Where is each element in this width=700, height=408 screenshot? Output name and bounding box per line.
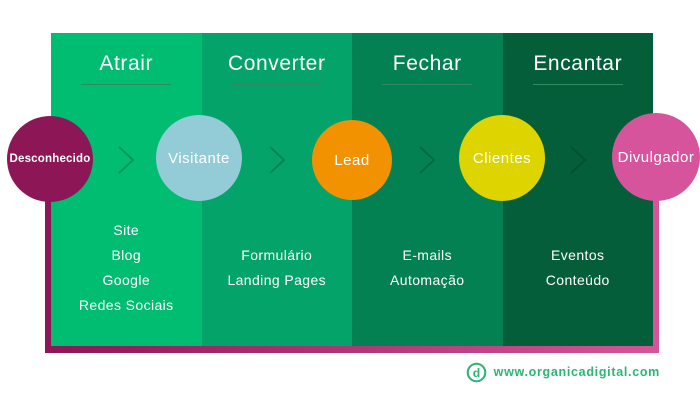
persona-label: Lead	[334, 151, 370, 169]
svg-text:d: d	[472, 365, 479, 379]
chevron-right-icon	[570, 146, 587, 174]
title-underline	[81, 84, 172, 85]
stage-header: Fechar	[352, 33, 503, 85]
channel-item: Landing Pages	[227, 272, 327, 288]
channel-item: Automação	[390, 272, 465, 288]
channel-item: Redes Sociais	[78, 297, 174, 313]
channel-item: Formulário	[241, 247, 313, 263]
channel-item: E-mails	[402, 247, 452, 263]
stage-title: Atrair	[99, 52, 154, 75]
organica-digital-logo-icon: d	[466, 362, 486, 382]
persona-label: Visitante	[168, 149, 230, 167]
stage-channel-list: Eventos Conteúdo	[503, 243, 654, 293]
footer-branding: d www.organicadigital.com	[466, 361, 660, 383]
stage-header: Converter	[202, 33, 353, 85]
persona-circle-visitante: Visitante	[156, 115, 242, 201]
stage-channel-list: E-mails Automação	[352, 243, 503, 293]
frame-border-bottom	[45, 346, 659, 353]
persona-circle-lead: Lead	[312, 120, 392, 200]
stage-title: Converter	[227, 52, 326, 75]
frame-border-left	[45, 130, 51, 353]
stage-title: Encantar	[533, 52, 623, 75]
frame-border-right	[653, 130, 659, 353]
chevron-right-icon	[269, 146, 286, 174]
title-underline	[382, 84, 473, 85]
stage-header: Encantar	[503, 33, 654, 85]
persona-label: Desconhecido	[9, 153, 91, 165]
persona-circle-clientes: Clientes	[459, 115, 545, 201]
stage-header: Atrair	[51, 33, 202, 85]
channel-item: Blog	[111, 247, 142, 263]
chevron-right-icon	[118, 146, 135, 174]
channel-item: Site	[113, 222, 140, 238]
channel-item: Google	[102, 272, 151, 288]
persona-label: Divulgador	[617, 148, 695, 166]
channel-item: Conteúdo	[545, 272, 610, 288]
persona-label: Clientes	[472, 149, 532, 167]
stage-channel-list: Formulário Landing Pages	[202, 243, 353, 293]
footer-website-url: www.organicadigital.com	[493, 365, 660, 379]
title-underline	[231, 84, 322, 85]
stage-title: Fechar	[392, 52, 462, 75]
persona-circle-desconhecido: Desconhecido	[7, 116, 93, 202]
chevron-right-icon	[419, 146, 436, 174]
stage-channel-list: Site Blog Google Redes Sociais	[51, 218, 202, 318]
channel-item: Eventos	[551, 247, 605, 263]
persona-circle-divulgador: Divulgador	[612, 113, 700, 201]
title-underline	[532, 84, 623, 85]
